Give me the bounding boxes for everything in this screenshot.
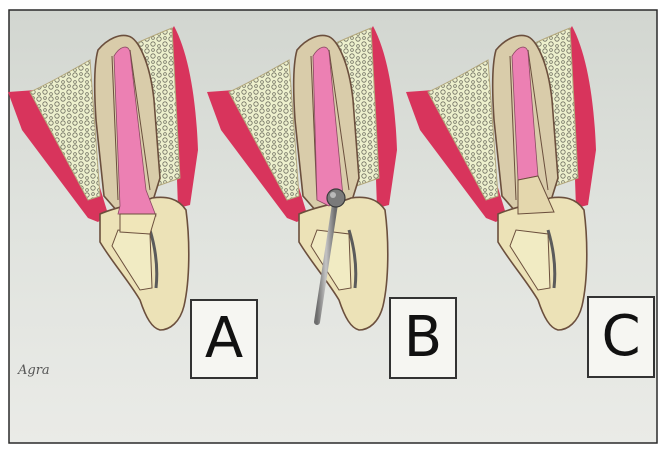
panel-label-b: B [389,297,457,379]
author-credit: Agra [18,363,50,378]
panel-label-a: A [190,299,258,379]
panel-label-c: C [587,296,655,378]
